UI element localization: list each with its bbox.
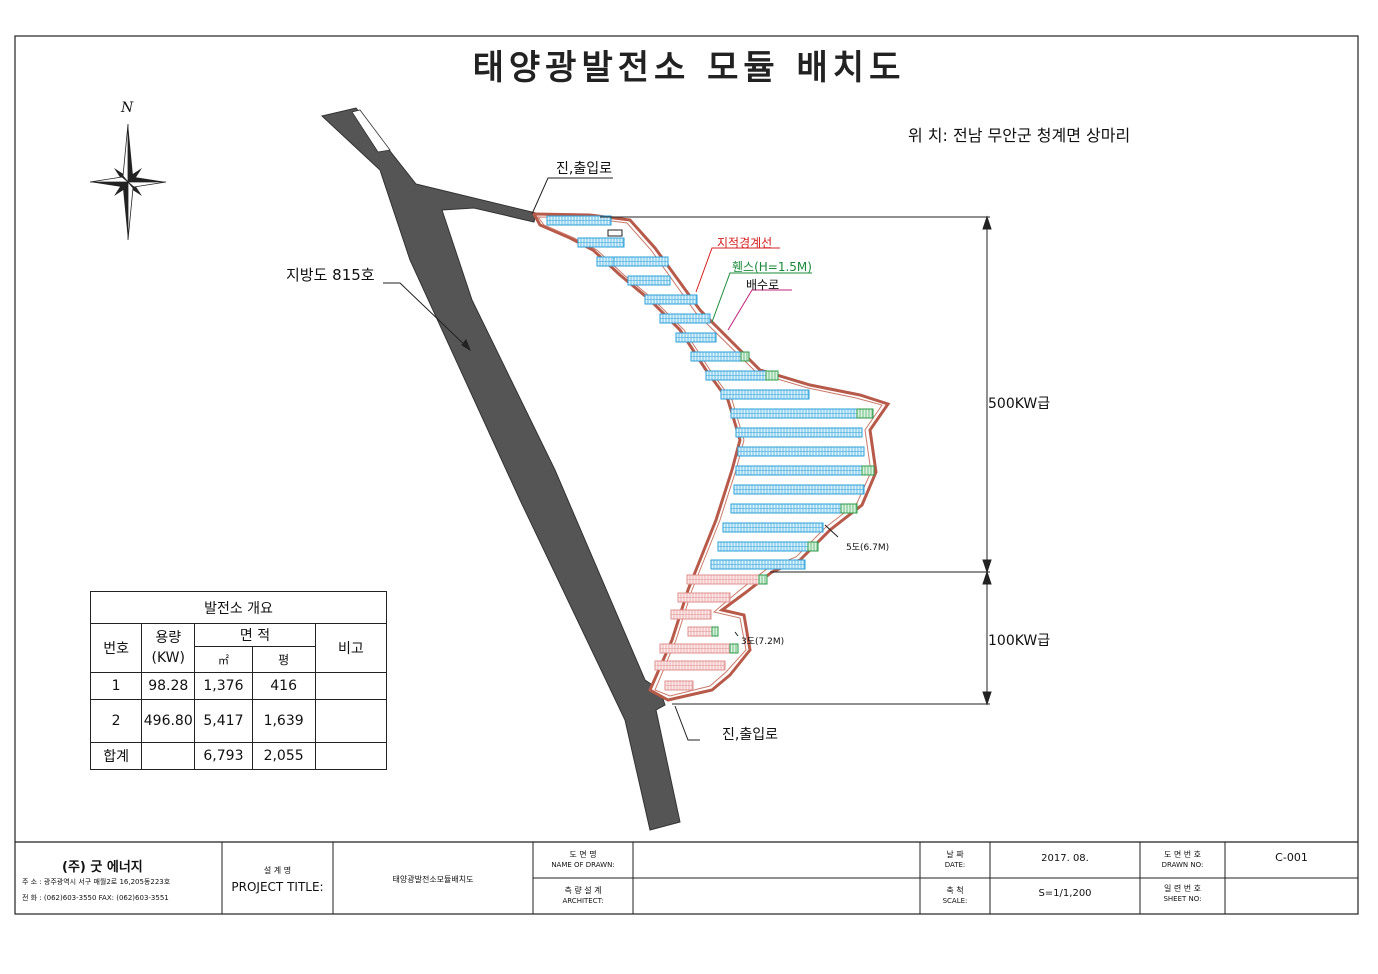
architect-en: ARCHITECT: — [562, 897, 604, 905]
row1-m2: 1,376 — [194, 672, 253, 700]
total-m2: 6,793 — [194, 742, 253, 770]
slope-label-2: 3도(7.2M) — [741, 637, 785, 647]
module-row — [735, 465, 875, 476]
drawn-no-value: C-001 — [1275, 851, 1308, 864]
row1-capacity: 98.28 — [141, 672, 196, 700]
capacity-label-100: 100KW급 — [988, 633, 1051, 649]
total-label: 합계 — [89, 742, 143, 770]
project-name: 태양광발전소모듈배치도 — [392, 875, 474, 884]
header-area: 면 적 — [194, 623, 316, 647]
summary-table: 발전소 개요 번호 용량 (KW) 면 적 비고 ㎡ 평 1 98.28 1,3… — [89, 591, 388, 770]
drawing-title: 태양광발전소 모듈 배치도 — [472, 48, 906, 88]
module-row — [644, 294, 698, 305]
scale-en: SCALE: — [942, 897, 968, 905]
module-row — [737, 446, 865, 457]
module-row — [733, 484, 865, 495]
total-capacity — [141, 742, 196, 770]
sheet-no-kr: 일 련 번 호 — [1163, 884, 1202, 893]
total-pyeong: 2,055 — [251, 742, 316, 770]
sheet-no-en: SHEET NO: — [1163, 895, 1202, 903]
module-row — [686, 574, 768, 585]
module-row — [577, 237, 625, 248]
entrance-label-bottom: 진,출입로 — [722, 727, 778, 743]
module-row — [664, 680, 694, 691]
module-array — [546, 215, 875, 691]
module-row — [675, 332, 717, 343]
module-row — [705, 370, 779, 381]
header-no: 번호 — [89, 623, 143, 673]
module-row — [659, 313, 711, 324]
name-of-drawn-kr: 도 면 명 — [569, 850, 597, 859]
company-phone: 전 화 : (062)603-3550 FAX: (062)603-3551 — [22, 894, 169, 902]
table-row: 2 496.80 5,417 1,639 — [89, 699, 388, 743]
capacity-label-500: 500KW급 — [988, 396, 1051, 412]
module-row — [722, 522, 824, 533]
module-row — [677, 592, 731, 603]
company-address: 주 소 : 광주광역시 서구 매월2로 16,205동223호 — [22, 878, 171, 886]
row1-remarks — [314, 672, 388, 700]
row2-pyeong: 1,639 — [251, 699, 316, 743]
boundary-legend-label: 지적경계선 — [717, 236, 773, 250]
module-row — [690, 351, 750, 362]
location-text: 위 치: 전남 무안군 청계면 상마리 — [908, 126, 1131, 145]
dimension-lines — [600, 215, 992, 706]
module-row — [654, 660, 726, 671]
scale-value: S=1/1,200 — [1038, 888, 1092, 899]
north-label: N — [121, 100, 134, 116]
sheet-border — [14, 35, 1359, 915]
header-area-pyeong: 평 — [251, 646, 316, 673]
table-row: 1 98.28 1,376 416 — [89, 672, 388, 700]
fence-legend-label: 휀스(H=1.5M) — [732, 260, 812, 274]
row1-pyeong: 416 — [251, 672, 316, 700]
project-title-kr: 설 계 명 — [263, 866, 292, 875]
project-title-en: PROJECT TITLE: — [231, 880, 324, 894]
header-remarks: 비고 — [314, 623, 388, 673]
name-of-drawn-en: NAME OF DRAWN: — [551, 861, 615, 869]
compass-icon — [89, 123, 167, 241]
leader-lines — [383, 177, 839, 741]
drawn-no-kr: 도 면 번 호 — [1163, 850, 1202, 859]
slope-label-1: 5도(6.7M) — [846, 543, 890, 553]
header-capacity-unit: (KW) — [151, 650, 185, 666]
company-name: (주) 굿 에너지 — [62, 860, 143, 875]
date-value: 2017. 08. — [1041, 853, 1089, 864]
module-row — [670, 609, 712, 620]
road-label: 지방도 815호 — [286, 266, 375, 284]
module-row — [730, 408, 874, 419]
module-row — [717, 541, 819, 552]
module-row — [613, 256, 669, 267]
module-row — [659, 643, 739, 654]
module-row — [687, 626, 719, 637]
row2-capacity: 496.80 — [141, 699, 196, 743]
header-capacity: 용량 (KW) — [141, 623, 196, 673]
entrance-label-top: 진,출입로 — [556, 161, 612, 177]
table-row-total: 합계 6,793 2,055 — [89, 742, 388, 770]
header-area-m2: ㎡ — [194, 646, 253, 673]
drawn-no-en: DRAWN NO: — [1161, 861, 1204, 869]
date-kr: 날 짜 — [946, 850, 964, 859]
module-row — [720, 389, 810, 400]
module-row — [627, 275, 671, 286]
row2-no: 2 — [89, 699, 143, 743]
module-row — [735, 427, 863, 438]
header-capacity-text: 용량 — [155, 630, 182, 646]
drain-legend-label: 배수로 — [746, 278, 780, 292]
architect-kr: 측 량 설 계 — [564, 886, 602, 895]
scale-kr: 축 척 — [946, 886, 964, 895]
row2-m2: 5,417 — [194, 699, 253, 743]
summary-caption: 발전소 개요 — [90, 591, 387, 624]
date-en: DATE: — [944, 861, 966, 869]
row2-remarks — [314, 699, 388, 743]
module-row — [710, 559, 806, 570]
structure-box — [607, 229, 623, 237]
module-row — [730, 503, 858, 514]
module-row — [546, 215, 612, 226]
row1-no: 1 — [89, 672, 143, 700]
total-remarks — [314, 742, 388, 770]
